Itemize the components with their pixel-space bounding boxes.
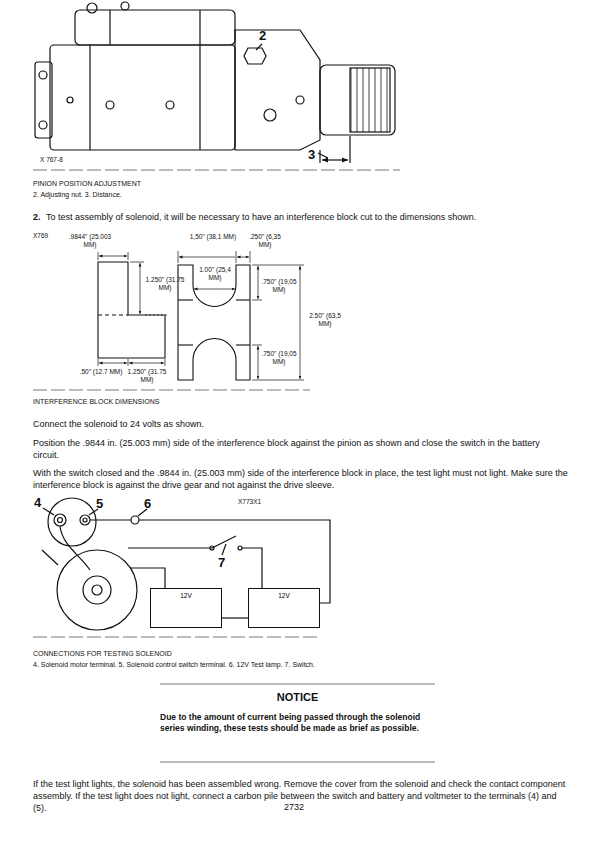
dimension: 1,50" (38,1 MM) bbox=[186, 233, 240, 241]
paragraph: Connect the solenoid to 24 volts as show… bbox=[33, 418, 568, 430]
figure-number: X769 bbox=[33, 232, 48, 240]
dimension: .50" (12.7 MM) bbox=[78, 368, 124, 376]
starter-motor bbox=[35, 2, 395, 163]
dimension: 2.50" (63,5 MM) bbox=[303, 312, 347, 328]
paragraph: With the switch closed and the .9844 in.… bbox=[33, 467, 568, 491]
step-number: 2. bbox=[33, 211, 41, 223]
battery-box: 12V bbox=[150, 588, 222, 628]
callout-number: 5 bbox=[96, 497, 103, 510]
dimension: 1.250" (31.75 MM) bbox=[124, 368, 170, 384]
dimension: .750" (19,05 MM) bbox=[260, 350, 298, 366]
dimension: .250" (6,35 MM) bbox=[242, 233, 288, 249]
paragraph: Position the .9844 in. (25.003 mm) side … bbox=[33, 437, 568, 461]
page-number: 2732 bbox=[284, 801, 304, 813]
callout-number: 6 bbox=[144, 497, 151, 510]
callout-number: 4 bbox=[34, 496, 41, 509]
test-wiring bbox=[42, 498, 330, 630]
dimension: .9844" (25.003 MM) bbox=[64, 233, 116, 249]
dimension: 1.250" (31.75 MM) bbox=[143, 276, 187, 292]
dimension-lines bbox=[98, 251, 304, 380]
battery-label: 12V bbox=[151, 592, 221, 599]
battery-link-wire bbox=[222, 617, 248, 618]
caption-legend: 4. Solenoid motor terminal. 5. Solenoid … bbox=[33, 661, 315, 670]
paragraph: To test assembly of solenoid, it will be… bbox=[46, 211, 566, 223]
figure-number: X773X1 bbox=[238, 498, 261, 506]
figure-caption: PINION POSITION ADJUSTMENT bbox=[33, 180, 141, 189]
notice-heading: NOTICE bbox=[160, 691, 435, 705]
callout-number: 3 bbox=[308, 148, 315, 161]
callout-number: 7 bbox=[218, 556, 225, 569]
figure-caption: INTERFERENCE BLOCK DIMENSIONS bbox=[33, 398, 159, 407]
notice-text: Due to the amount of current being passe… bbox=[160, 712, 435, 734]
dimension: .750" (19,05 MM) bbox=[260, 278, 298, 294]
interference-block bbox=[98, 262, 250, 380]
figure-number: X 767-8 bbox=[40, 156, 63, 164]
dimension: 1.00" (25,4 MM) bbox=[194, 266, 236, 282]
figure-caption: CONNECTIONS FOR TESTING SOLENOID bbox=[33, 650, 172, 659]
battery-box: 12V bbox=[248, 588, 320, 628]
battery-label: 12V bbox=[249, 592, 319, 599]
caption-legend: 2. Adjusting nut. 3. Distance. bbox=[33, 191, 122, 200]
callout-number: 2 bbox=[259, 29, 266, 42]
